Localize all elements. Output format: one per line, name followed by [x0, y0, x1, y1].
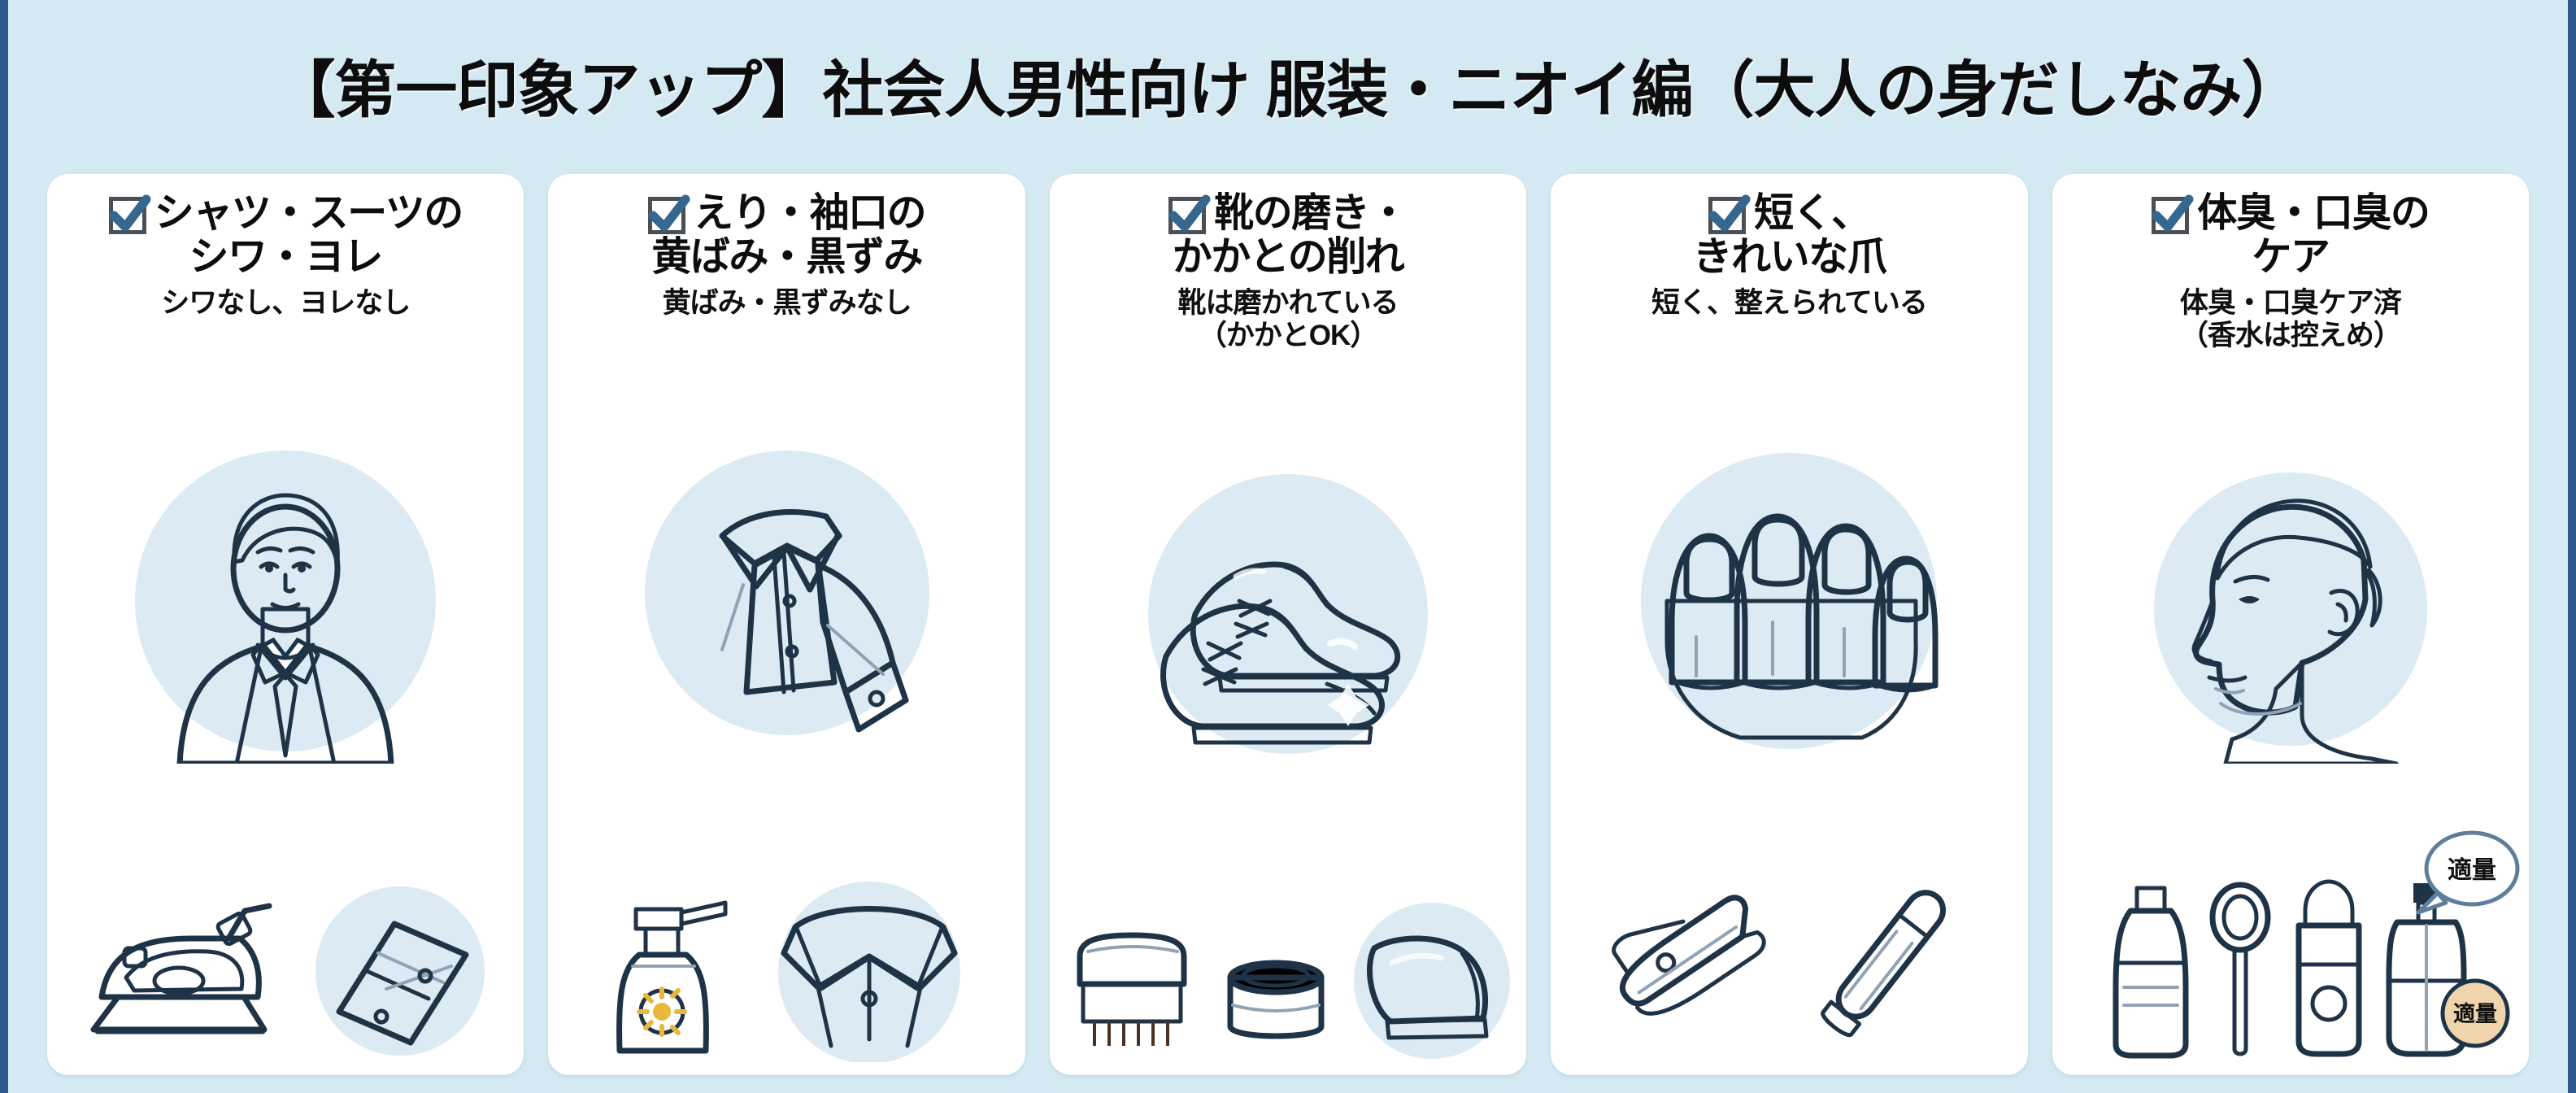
shoe-brush-icon [1077, 932, 1187, 1046]
label-moderate: 適量 [2440, 978, 2510, 1048]
card-short-clean-nails: 短く、 きれいな爪 短く、整えられている [1551, 174, 2028, 1075]
illustration-hand-with-nails [1551, 329, 2027, 872]
card-title: 短く、 [1754, 191, 1871, 235]
card-header: 短く、 きれいな爪 短く、整えられている [1551, 191, 2027, 320]
card-subtitle: 黄ばみ・黒ずみなし [662, 286, 912, 319]
title-bar: 【第一印象アップ】社会人男性向け 服装・ニオイ編（大人の身だしなみ） [8, 0, 2568, 169]
clean-collar-icon [777, 882, 960, 1062]
card-header: 体臭・口臭の ケア 体臭・口臭ケア済 （香水は控えめ） [2052, 191, 2529, 353]
card-title-line2: きれいな爪 [1692, 234, 1887, 279]
illustration-businessman-portrait [47, 329, 524, 872]
card-header: えり・袖口の 黄ばみ・黒ずみ 黄ばみ・黒ずみなし [548, 191, 1025, 320]
roll-on-deodorant-icon [2295, 879, 2362, 1057]
card-title: シャツ・スーツの [154, 191, 464, 235]
steam-iron-icon [90, 903, 272, 1034]
polish-tin-icon [1227, 960, 1325, 1039]
card-subtitle: 体臭・口臭ケア済 [2179, 286, 2402, 319]
checkbox-checked-icon [648, 194, 690, 234]
badge-label: 適量 [2453, 1001, 2497, 1026]
card-subtitle-line2: （香水は控えめ） [2179, 320, 2402, 352]
tongue-cleaner-icon [2209, 882, 2271, 1056]
card-header: 靴の磨き・ かかとの削れ 靴は磨かれている （かかとOK） [1050, 191, 1526, 353]
card-subtitle: シワなし、ヨレなし [161, 286, 411, 319]
illustration-iron-and-cuff [47, 872, 524, 1075]
checkbox-checked-icon [1168, 194, 1211, 234]
card-title: 体臭・口臭の [2197, 191, 2430, 235]
card-title-line2: シワ・ヨレ [189, 234, 383, 279]
card-collar-cuff-stains: えり・袖口の 黄ばみ・黒ずみ 黄ばみ・黒ずみなし [548, 174, 1025, 1075]
illustration-odor-care-items: 適量 適量 [2052, 830, 2529, 1075]
card-subtitle: 靴は磨かれている [1177, 286, 1399, 319]
page-title: 【第一印象アップ】社会人男性向け 服装・ニオイ編（大人の身だしなみ） [273, 56, 2303, 125]
shoe-heel-icon [1354, 903, 1511, 1059]
card-title-line2: 黄ばみ・黒ずみ [651, 234, 923, 279]
illustration-polished-shoes [1050, 363, 1526, 872]
illustration-clipper-and-file [1551, 872, 2027, 1075]
card-shirt-suit-wrinkles: シャツ・スーツの シワ・ヨレ シワなし、ヨレなし [47, 174, 524, 1075]
checkbox-checked-icon [2152, 194, 2194, 234]
card-body-breath-odor-care: 体臭・口臭の ケア 体臭・口臭ケア済 （香水は控えめ） [2052, 174, 2530, 1075]
card-shoe-polish-heel: 靴の磨き・ かかとの削れ 靴は磨かれている （かかとOK） [1049, 174, 1527, 1075]
illustration-man-profile-head [2052, 363, 2529, 872]
spray-bottle-icon [616, 900, 728, 1054]
bubble-label: 適量 [2448, 856, 2496, 884]
speech-bubble-moderate: 適量 [2416, 830, 2520, 915]
card-title-line2: かかとの削れ [1172, 234, 1405, 279]
illustration-brush-polish-heel [1050, 872, 1526, 1075]
card-subtitle: 短く、整えられている [1651, 286, 1928, 319]
mouthwash-bottle-icon [2113, 886, 2189, 1059]
cards-row: シャツ・スーツの シワ・ヨレ シワなし、ヨレなし [47, 174, 2530, 1075]
card-title: えり・袖口の [694, 191, 927, 235]
shirt-cuff-icon [315, 886, 485, 1056]
nail-file-icon [1821, 890, 1947, 1038]
card-title: 靴の磨き・ [1214, 191, 1408, 235]
card-title-line2: ケア [2252, 234, 2330, 279]
nail-clipper-icon [1612, 895, 1767, 1016]
card-header: シャツ・スーツの シワ・ヨレ シワなし、ヨレなし [47, 191, 524, 320]
checkbox-checked-icon [1708, 194, 1751, 234]
checkbox-checked-icon [108, 194, 151, 234]
card-subtitle-line2: （かかとOK） [1198, 320, 1379, 352]
illustration-spray-and-collar [548, 872, 1025, 1075]
illustration-shirt-collar-and-cuff [548, 329, 1025, 872]
